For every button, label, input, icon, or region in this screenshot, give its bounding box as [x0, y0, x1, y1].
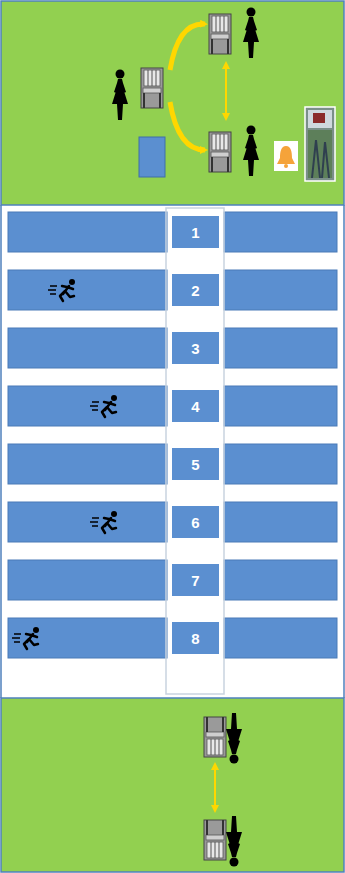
lane-number-box: 6 — [170, 504, 221, 540]
lane-number-box: 1 — [170, 214, 221, 250]
lane-number: 1 — [191, 224, 199, 241]
lane-number: 5 — [191, 456, 199, 473]
lane-number: 2 — [191, 282, 199, 299]
lane-number: 8 — [191, 630, 199, 647]
lane-number-box: 7 — [170, 562, 221, 598]
lane-number-box: 3 — [170, 330, 221, 366]
lane-number-box: 5 — [170, 446, 221, 482]
lane-number: 7 — [191, 572, 199, 589]
lane-number-box: 2 — [170, 272, 221, 308]
lane-number-box: 8 — [170, 620, 221, 656]
lane-number-box: 4 — [170, 388, 221, 424]
lane-number: 6 — [191, 514, 199, 531]
lane-number: 3 — [191, 340, 199, 357]
lane-number: 4 — [191, 398, 199, 415]
